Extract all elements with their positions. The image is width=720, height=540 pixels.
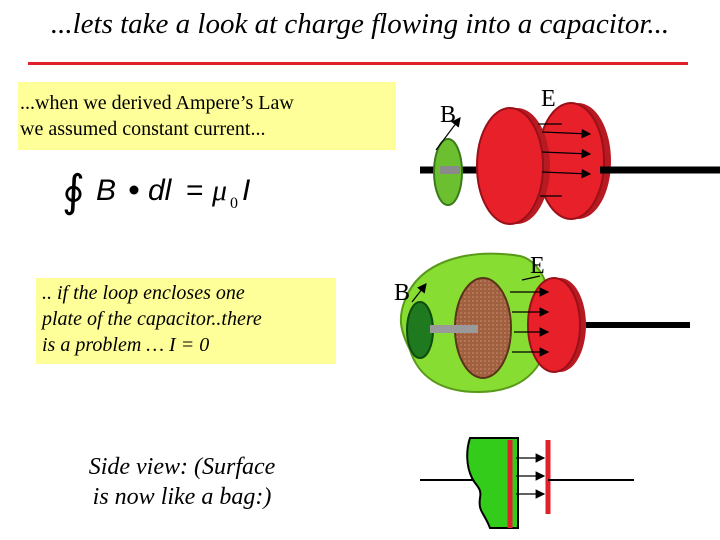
svg-text:dl: dl bbox=[148, 174, 173, 207]
problem-line-2: plate of the capacitor..there bbox=[42, 308, 262, 330]
e-field-label: E bbox=[541, 86, 556, 112]
svg-text:0: 0 bbox=[230, 195, 238, 212]
b-field-arrow bbox=[435, 117, 461, 151]
side-view-diagram bbox=[420, 437, 634, 529]
side-view-line-1: Side view: (Surface bbox=[88, 454, 276, 480]
svg-text:=: = bbox=[186, 174, 204, 207]
side-view-caption: Side view: (Surface is now like a bag:) bbox=[62, 452, 302, 512]
bag-side-view bbox=[466, 437, 519, 529]
ampere-law-formula: ∮ B dl = μ 0 I bbox=[62, 167, 250, 216]
note-line-2: we assumed constant current... bbox=[20, 118, 266, 140]
plate-left bbox=[476, 107, 544, 225]
capacitor-diagram-middle bbox=[399, 252, 690, 394]
problem-line-1: .. if the loop encloses one bbox=[42, 282, 245, 304]
e-field-line bbox=[541, 128, 592, 139]
problem-line-3: is a problem … I = 0 bbox=[42, 334, 210, 356]
wire-into-bag bbox=[430, 325, 478, 333]
slide-title: ...lets take a look at charge flowing in… bbox=[50, 8, 670, 40]
constant-current-note: ...when we derived Ampere’s Law we assum… bbox=[18, 82, 396, 150]
b-field-arrow bbox=[411, 283, 427, 303]
wire-through-loop bbox=[440, 166, 460, 174]
e-field-line bbox=[541, 168, 592, 179]
side-view-line-2: is now like a bag:) bbox=[92, 484, 272, 510]
e-field-label: E bbox=[530, 253, 545, 279]
amperian-loop bbox=[406, 301, 434, 359]
b-field-label: B bbox=[440, 102, 457, 128]
svg-text:B: B bbox=[96, 174, 116, 207]
note-line-1: ...when we derived Ampere’s Law bbox=[20, 92, 294, 114]
capacitor-diagram-top bbox=[420, 102, 720, 225]
problem-note: .. if the loop encloses one plate of the… bbox=[36, 278, 336, 364]
e-field-line bbox=[541, 148, 592, 159]
title-divider bbox=[28, 62, 688, 65]
svg-text:μ: μ bbox=[211, 174, 227, 207]
svg-text:I: I bbox=[242, 174, 250, 207]
e-label-pointer bbox=[521, 275, 541, 281]
b-field-label: B bbox=[394, 280, 411, 306]
svg-text:∮: ∮ bbox=[62, 167, 85, 216]
